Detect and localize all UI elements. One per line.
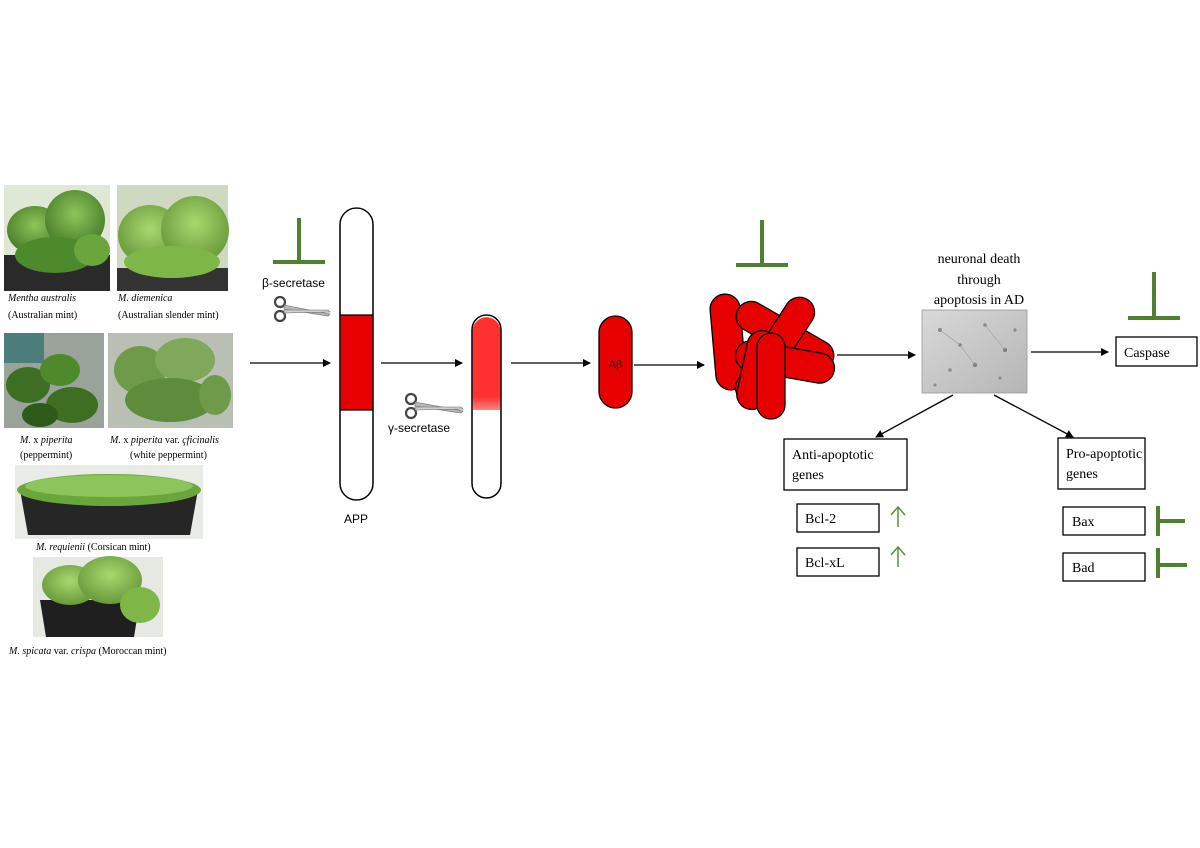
bax-label: Bax — [1072, 515, 1095, 530]
bcl2-box — [796, 503, 880, 533]
up-arrow-icon — [890, 545, 906, 567]
caption-mentha-australis: Mentha australis — [7, 293, 76, 304]
plant-photo-mentha-australis — [4, 185, 110, 291]
anti-apoptotic-label-line1: Anti-apoptotic — [792, 448, 874, 463]
app-protein — [339, 207, 374, 501]
plant-photo-m-spicata — [33, 556, 163, 637]
pro-apoptotic-genes-box — [1057, 437, 1146, 490]
anti-apoptotic-label-line2: genes — [792, 468, 824, 483]
bad-label: Bad — [1072, 561, 1095, 576]
gamma-secretase-label: γ-secretase — [388, 421, 450, 435]
abeta-label: Aβ — [609, 359, 623, 371]
caption-mentha-australis-common: (Australian mint) — [8, 310, 77, 321]
caption-m-diemenica: M. diemenica — [117, 293, 172, 304]
caption-m-piperita-officinalis-common: (white peppermint) — [130, 450, 207, 461]
pro-apoptotic-label-line1: Pro-apoptotic — [1066, 447, 1142, 462]
caspase-label: Caspase — [1124, 346, 1170, 361]
scissors-icon — [404, 392, 464, 420]
up-arrow-icon — [890, 505, 906, 527]
bcl2-label: Bcl-2 — [805, 512, 836, 527]
inhibition-aggregation — [736, 220, 788, 267]
plant-photo-m-piperita-officinalis — [108, 333, 233, 428]
bclxl-label: Bcl-xL — [805, 556, 845, 571]
caption-m-piperita-officinalis: M. x piperita var. çficinalis — [109, 435, 219, 446]
beta-secretase-label: β-secretase — [262, 276, 325, 290]
inhibition-beta-secretase — [273, 218, 325, 264]
c99-fragment — [471, 314, 502, 499]
neuronal-death-label-line3: apoptosis in AD — [934, 293, 1024, 308]
abeta-monomer — [598, 315, 633, 409]
bclxl-box — [796, 547, 880, 577]
caption-m-requienii: M. requienii (Corsican mint) — [35, 542, 151, 553]
neuronal-death-label-line1: neuronal death — [938, 252, 1021, 267]
caption-m-piperita: M. x piperita — [19, 435, 73, 446]
caption-m-spicata: M. spicata var. crispa (Moroccan mint) — [8, 646, 166, 657]
inhibition-bax — [1156, 506, 1185, 536]
inhibition-bad — [1156, 548, 1187, 578]
abeta-aggregates — [709, 293, 836, 420]
plant-photo-m-diemenica — [117, 185, 229, 291]
bax-box — [1062, 506, 1146, 536]
anti-apoptotic-genes-box — [783, 438, 908, 491]
arrow-to-pro-apoptotic — [993, 394, 1074, 438]
inhibition-caspase — [1128, 272, 1180, 320]
plant-photo-m-requienii — [15, 465, 203, 539]
scissors-icon — [273, 295, 331, 323]
pro-apoptotic-label-line2: genes — [1066, 467, 1098, 482]
caption-m-diemenica-common: (Australian slender mint) — [118, 310, 219, 321]
plant-photo-m-piperita — [4, 333, 104, 428]
arrow-to-anti-apoptotic — [875, 394, 954, 438]
bad-box — [1062, 552, 1146, 582]
neuronal-death-label-line2: through — [957, 273, 1001, 288]
neuron-microscopy-image — [921, 309, 1028, 394]
caption-m-piperita-common: (peppermint) — [20, 450, 72, 461]
app-label: APP — [344, 512, 368, 526]
caspase-box — [1115, 336, 1198, 367]
